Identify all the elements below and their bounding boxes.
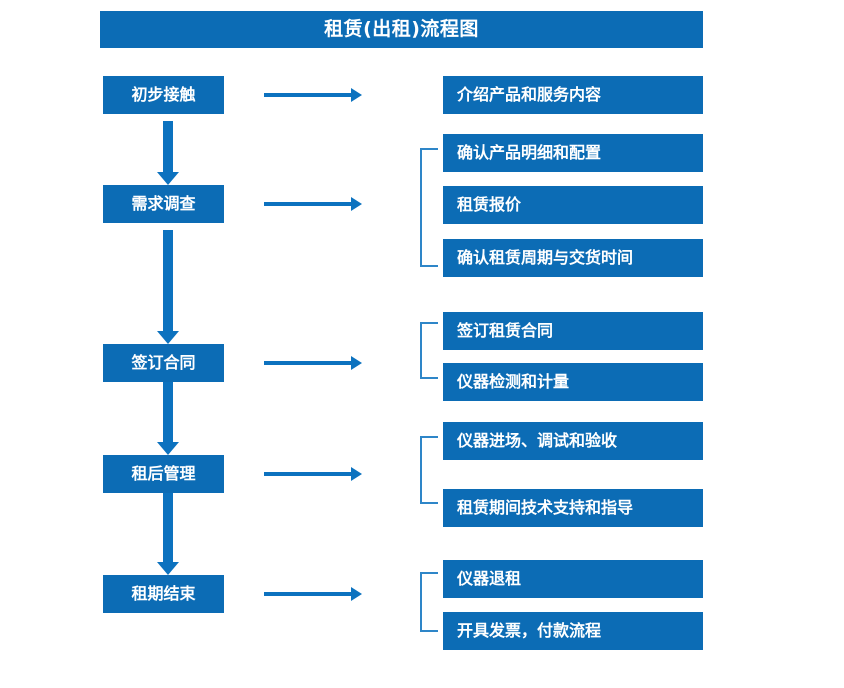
stage-label: 需求调查 bbox=[131, 194, 196, 213]
stage-label: 租期结束 bbox=[131, 584, 196, 603]
detail-label: 仪器退租 bbox=[457, 569, 522, 588]
group-bracket-sign-contract bbox=[420, 322, 438, 379]
detail-label: 确认产品明细和配置 bbox=[457, 143, 602, 162]
detail-box-confirm-product-details-config[interactable]: 确认产品明细和配置 bbox=[443, 134, 703, 172]
stage-label: 初步接触 bbox=[131, 85, 196, 104]
detail-box-rental-quotation[interactable]: 租赁报价 bbox=[443, 186, 703, 224]
detail-box-instrument-testing-metering[interactable]: 仪器检测和计量 bbox=[443, 363, 703, 401]
stage-box-initial-contact[interactable]: 初步接触 bbox=[103, 76, 224, 114]
detail-label: 仪器进场、调试和验收 bbox=[457, 431, 618, 450]
right-arrow-icon-3 bbox=[264, 356, 362, 370]
detail-label: 介绍产品和服务内容 bbox=[457, 85, 602, 104]
detail-label: 签订租赁合同 bbox=[457, 321, 554, 340]
stage-label: 签订合同 bbox=[131, 353, 196, 372]
stage-label: 租后管理 bbox=[131, 464, 196, 483]
down-arrow-icon-2 bbox=[157, 230, 179, 344]
chart-title: 租赁(出租)流程图 bbox=[324, 18, 479, 40]
right-arrow-icon-1 bbox=[264, 88, 362, 102]
detail-box-sign-rental-contract[interactable]: 签订租赁合同 bbox=[443, 312, 703, 350]
detail-box-instrument-entry-commissioning-acceptance[interactable]: 仪器进场、调试和验收 bbox=[443, 422, 703, 460]
down-arrow-icon-4 bbox=[157, 493, 179, 575]
group-bracket-rental-end bbox=[420, 572, 438, 632]
stage-box-post-rental-management[interactable]: 租后管理 bbox=[103, 455, 224, 493]
detail-box-confirm-rental-period-delivery[interactable]: 确认租赁周期与交货时间 bbox=[443, 239, 703, 277]
group-bracket-post-rental-management bbox=[420, 436, 438, 504]
group-bracket-requirement-survey bbox=[420, 148, 438, 267]
detail-box-invoice-payment-process[interactable]: 开具发票，付款流程 bbox=[443, 612, 703, 650]
detail-label: 租赁期间技术支持和指导 bbox=[457, 498, 634, 517]
detail-box-technical-support-during-rental[interactable]: 租赁期间技术支持和指导 bbox=[443, 489, 703, 527]
detail-label: 租赁报价 bbox=[457, 195, 522, 214]
detail-box-instrument-return[interactable]: 仪器退租 bbox=[443, 560, 703, 598]
detail-label: 开具发票，付款流程 bbox=[457, 621, 602, 640]
right-arrow-icon-2 bbox=[264, 197, 362, 211]
detail-label: 仪器检测和计量 bbox=[457, 372, 570, 391]
down-arrow-icon-1 bbox=[157, 121, 179, 185]
right-arrow-icon-5 bbox=[264, 587, 362, 601]
down-arrow-icon-3 bbox=[157, 382, 179, 455]
detail-label: 确认租赁周期与交货时间 bbox=[457, 248, 634, 267]
stage-box-sign-contract[interactable]: 签订合同 bbox=[103, 344, 224, 382]
right-arrow-icon-4 bbox=[264, 467, 362, 481]
stage-box-requirement-survey[interactable]: 需求调查 bbox=[103, 185, 224, 223]
detail-box-introduce-products-services[interactable]: 介绍产品和服务内容 bbox=[443, 76, 703, 114]
stage-box-rental-end[interactable]: 租期结束 bbox=[103, 575, 224, 613]
chart-title-bar: 租赁(出租)流程图 bbox=[100, 11, 703, 48]
